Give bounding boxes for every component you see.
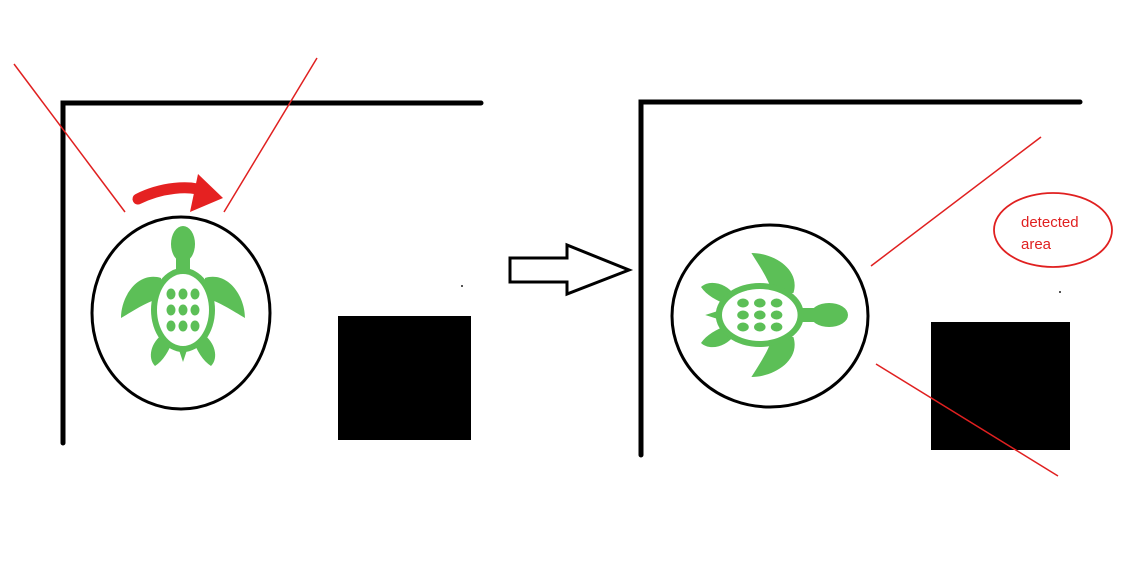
right-arrow-icon bbox=[508, 242, 634, 297]
detected-area-callout bbox=[993, 192, 1113, 268]
right-wall bbox=[638, 99, 1083, 458]
detected-area-label-line1: detected bbox=[1021, 214, 1079, 231]
speck bbox=[1059, 291, 1061, 293]
detection-line-upper bbox=[870, 136, 1042, 267]
left-wall bbox=[60, 100, 484, 446]
speck bbox=[461, 285, 463, 287]
scene-before bbox=[13, 57, 484, 446]
detection-line-lower bbox=[875, 363, 1059, 477]
scene-after: detected area bbox=[638, 99, 1113, 477]
curved-arrow-icon bbox=[132, 174, 223, 212]
detected-area-label-line2: area bbox=[1021, 236, 1052, 253]
detection-line-left bbox=[13, 63, 126, 213]
obstacle-block bbox=[338, 316, 471, 440]
detection-line-right bbox=[223, 57, 318, 213]
obstacle-block bbox=[931, 322, 1070, 450]
